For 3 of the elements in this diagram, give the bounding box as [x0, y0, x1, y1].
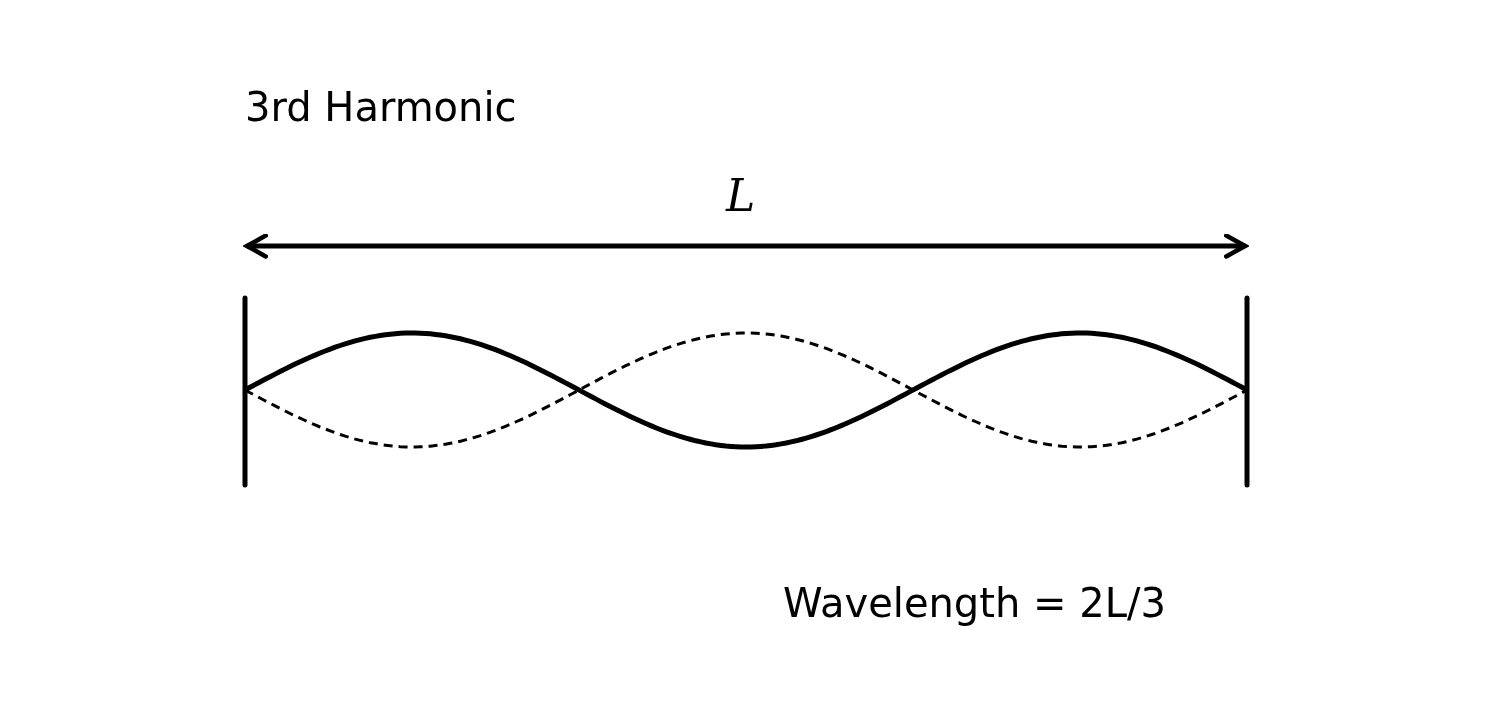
diagram-title: 3rd Harmonic	[245, 84, 517, 130]
length-label: L	[726, 170, 756, 221]
wavelength-formula: Wavelength = 2L/3	[783, 580, 1166, 626]
